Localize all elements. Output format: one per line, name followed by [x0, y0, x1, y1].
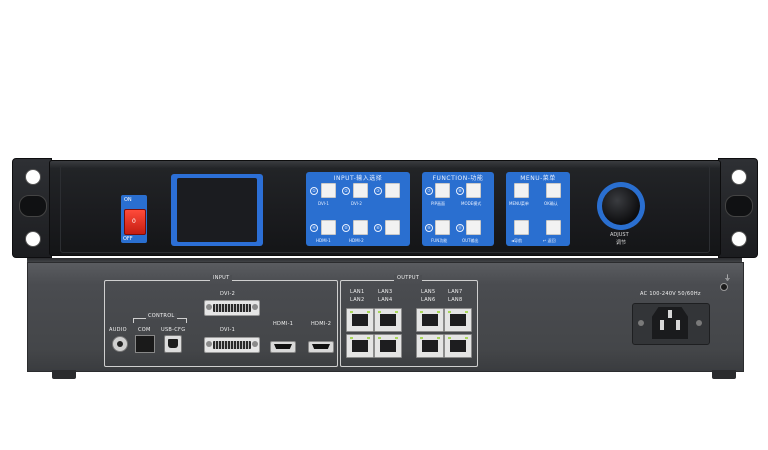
- power-rocker-mark: 0: [132, 218, 136, 225]
- dvi2-port[interactable]: [204, 300, 260, 316]
- lan-label: LAN4: [378, 297, 393, 303]
- lan3-port[interactable]: [374, 308, 402, 332]
- hdmi1-port[interactable]: [270, 341, 296, 353]
- key-label: MODE模式: [461, 201, 482, 206]
- back-key[interactable]: [546, 220, 561, 235]
- input-section-title: INPUT: [210, 275, 233, 281]
- mount-hole: [25, 169, 41, 185]
- lan-label: LAN5: [421, 289, 436, 295]
- menu-panel-title: MENU-菜单: [520, 175, 556, 182]
- screw-icon: [638, 320, 644, 326]
- input-key-dvi1[interactable]: [321, 183, 336, 198]
- key-number: ①: [310, 187, 318, 195]
- power-switch[interactable]: 0: [124, 209, 146, 235]
- ground-terminal[interactable]: [720, 283, 728, 291]
- rack-ear-right: [718, 158, 758, 258]
- power-on-label: ON: [124, 197, 132, 203]
- hdmi2-label: HDMI-2: [311, 321, 332, 327]
- input-key-hdmi2[interactable]: [353, 220, 368, 235]
- function-key-mode[interactable]: [466, 183, 481, 198]
- key-number: ⑧: [456, 187, 464, 195]
- handle-slot: [19, 195, 47, 217]
- com-label: COM: [138, 327, 151, 333]
- key-label: MENU菜单: [509, 201, 529, 206]
- ok-key[interactable]: [546, 183, 561, 198]
- rack-ear-left: [12, 158, 52, 258]
- input-panel-title: INPUT-输入选择: [333, 175, 383, 182]
- control-title: CONTROL: [146, 313, 177, 319]
- key-label: FUN功能: [431, 238, 448, 243]
- nav-key[interactable]: [514, 220, 529, 235]
- lan5-port[interactable]: [416, 308, 444, 332]
- audio-jack[interactable]: [112, 336, 128, 352]
- key-label: DVI-2: [351, 201, 362, 206]
- lan8-port[interactable]: [444, 334, 472, 358]
- menu-key[interactable]: [514, 183, 529, 198]
- handle-slot: [725, 195, 753, 217]
- hdmi2-port[interactable]: [308, 341, 334, 353]
- lan6-port[interactable]: [416, 334, 444, 358]
- key-label: HDMI-2: [349, 238, 364, 243]
- lan1-port[interactable]: [346, 308, 374, 332]
- com-port[interactable]: [135, 335, 155, 353]
- hdmi1-label: HDMI-1: [273, 321, 294, 327]
- lan7-port[interactable]: [444, 308, 472, 332]
- dvi1-label: DVI-1: [220, 327, 236, 333]
- function-key-pip[interactable]: [435, 183, 450, 198]
- foot: [712, 370, 736, 379]
- function-key-out[interactable]: [466, 220, 481, 235]
- key-number: ⑦: [425, 187, 433, 195]
- power-rating-label: AC 100-240V 50/60Hz: [640, 291, 701, 297]
- ground-icon: ⏚: [724, 274, 732, 282]
- function-panel-title: FUNCTION-功能: [432, 175, 484, 182]
- mount-hole: [25, 231, 41, 247]
- mount-hole: [731, 169, 747, 185]
- input-key-3[interactable]: [385, 183, 400, 198]
- lan-label: LAN2: [350, 297, 365, 303]
- key-number: ⑨: [425, 224, 433, 232]
- key-number: ③: [374, 187, 382, 195]
- key-number: ⑥: [374, 224, 382, 232]
- dvi1-port[interactable]: [204, 337, 260, 353]
- audio-label: AUDIO: [109, 327, 127, 333]
- input-key-hdmi1[interactable]: [321, 220, 336, 235]
- key-label: ◄导航: [511, 238, 523, 243]
- key-label: HDMI-1: [316, 238, 331, 243]
- key-number: ④: [310, 224, 318, 232]
- key-label: OK确认: [544, 201, 558, 206]
- lan-label: LAN8: [448, 297, 463, 303]
- foot: [52, 370, 76, 379]
- function-panel: [422, 172, 494, 246]
- key-number: ②: [342, 187, 350, 195]
- rear-top-edge: [27, 258, 742, 264]
- key-number: ⑤: [342, 224, 350, 232]
- lan-label: LAN3: [378, 289, 393, 295]
- lan2-port[interactable]: [346, 334, 374, 358]
- input-key-6[interactable]: [385, 220, 400, 235]
- power-off-label: OFF: [123, 236, 133, 242]
- key-label: ↩ 返回: [543, 238, 556, 243]
- key-label: OUT输出: [462, 238, 479, 243]
- usb-label: USB-CFG: [161, 327, 186, 333]
- lan-label: LAN6: [421, 297, 436, 303]
- knob-label-cn: 调节: [616, 240, 627, 246]
- lan4-port[interactable]: [374, 334, 402, 358]
- screw-icon: [696, 320, 702, 326]
- front-panel-bezel: [60, 165, 710, 253]
- input-key-dvi2[interactable]: [353, 183, 368, 198]
- adjust-knob[interactable]: [602, 187, 640, 225]
- key-number: ⓪: [456, 224, 464, 232]
- lan-label: LAN7: [448, 289, 463, 295]
- dvi2-label: DVI-2: [220, 291, 236, 297]
- lcd-screen: [177, 178, 257, 242]
- mount-hole: [731, 231, 747, 247]
- lan-label: LAN1: [350, 289, 365, 295]
- key-label: DVI-1: [318, 201, 329, 206]
- usb-cfg-port[interactable]: [164, 335, 182, 353]
- function-key-fun[interactable]: [435, 220, 450, 235]
- output-section-title: OUTPUT: [394, 275, 423, 281]
- knob-label-en: ADJUST: [610, 232, 629, 238]
- key-label: PIP画面: [431, 201, 446, 206]
